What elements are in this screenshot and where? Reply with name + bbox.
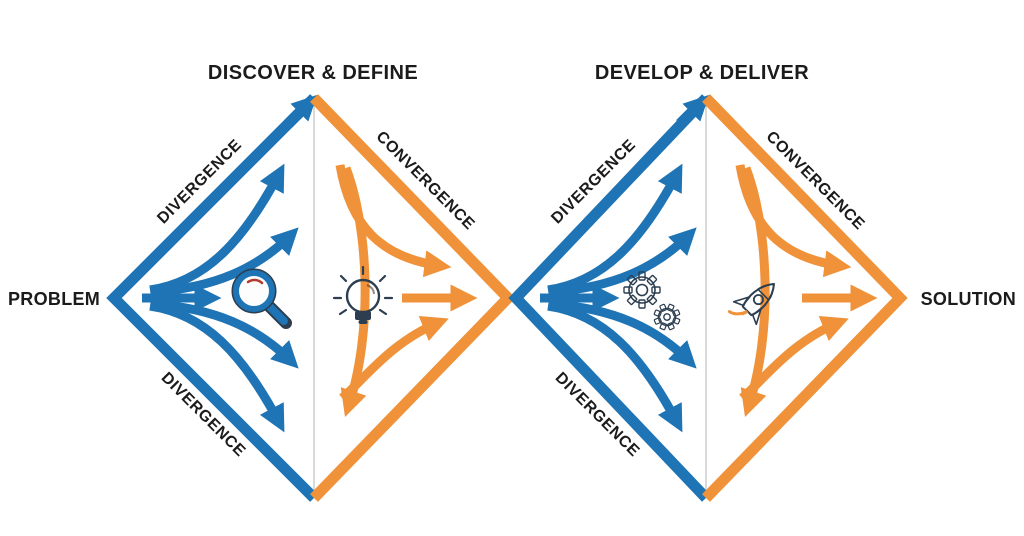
gear-small: [653, 303, 681, 331]
solution-label: SOLUTION: [921, 289, 1016, 309]
diamond-develop-deliver: DEVELOP & DELIVER DIVERGENCE CONVERGENCE…: [508, 62, 908, 502]
diamond-2-apex-arrow: [676, 94, 710, 128]
lightbulb-icon: [332, 265, 394, 324]
rocket-icon: [727, 283, 775, 326]
diamond-discover-define: DISCOVER & DEFINE DIVERGENCE CONVERGENCE…: [106, 62, 516, 502]
magnifier-icon: [231, 268, 292, 329]
diamond-2-convergence-edges: [702, 94, 908, 502]
diamond-1-divergence-edges: [106, 94, 318, 502]
problem-label: PROBLEM: [8, 289, 100, 309]
gears-icon: [623, 271, 681, 331]
diamond-1-apex-arrow: [284, 94, 318, 128]
diamond-2-title: DEVELOP & DELIVER: [595, 62, 809, 84]
diamond-2-divergence-edges: [508, 94, 710, 502]
diamond-1-title: DISCOVER & DEFINE: [208, 62, 418, 84]
lightbulb-rays: [332, 265, 394, 316]
diamond-2-convergence-arrows: [735, 164, 878, 417]
diamond-1-convergence-edges: [310, 94, 516, 502]
diamond-2-divergence-arrows: [540, 163, 697, 433]
diamond-1-divergence-arrows: [142, 163, 299, 433]
gear-large: [623, 271, 661, 309]
